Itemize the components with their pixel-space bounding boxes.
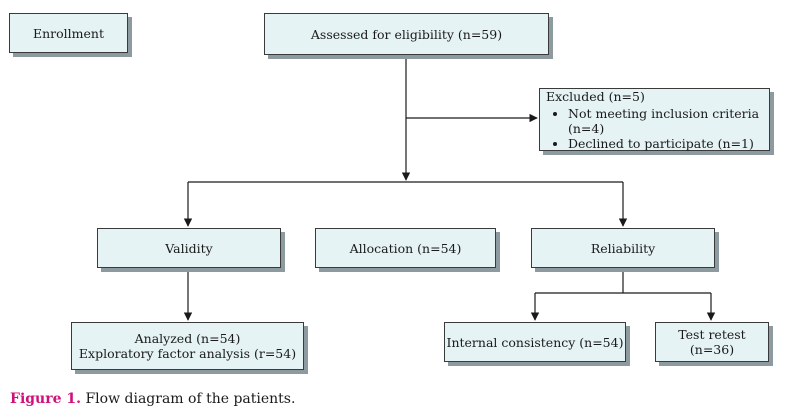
figure-label: Figure 1. (10, 391, 81, 407)
excluded-list: Not meeting inclusion criteria (n=4) Dec… (546, 106, 769, 151)
enrollment-box: Enrollment (9, 13, 128, 53)
internal-consistency-label: Internal consistency (n=54) (446, 334, 624, 350)
assessed-box: Assessed for eligibility (n=59) (264, 13, 549, 55)
excluded-title: Excluded (n=5) (546, 88, 645, 104)
allocation-box: Allocation (n=54) (315, 228, 496, 268)
internal-consistency-box: Internal consistency (n=54) (444, 322, 626, 362)
figure-caption-text: Flow diagram of the patients. (81, 391, 296, 407)
excluded-item: Not meeting inclusion criteria (n=4) (568, 106, 769, 136)
analyzed-box: Analyzed (n=54) Exploratory factor analy… (71, 322, 304, 370)
analyzed-line2: Exploratory factor analysis (r=54) (78, 346, 297, 361)
validity-label: Validity (165, 240, 213, 256)
validity-box: Validity (97, 228, 281, 268)
assessed-label: Assessed for eligibility (n=59) (310, 26, 503, 42)
excluded-box: Excluded (n=5) Not meeting inclusion cri… (539, 88, 770, 151)
analyzed-line1: Analyzed (n=54) (134, 331, 241, 346)
excluded-item: Declined to participate (n=1) (568, 136, 769, 151)
test-retest-box: Test retest (n=36) (655, 322, 769, 362)
reliability-box: Reliability (531, 228, 715, 268)
allocation-label: Allocation (n=54) (349, 240, 462, 256)
reliability-label: Reliability (590, 240, 656, 256)
figure-caption: Figure 1. Flow diagram of the patients. (10, 391, 295, 407)
test-retest-label: Test retest (n=36) (678, 327, 746, 357)
enrollment-label: Enrollment (33, 25, 104, 41)
